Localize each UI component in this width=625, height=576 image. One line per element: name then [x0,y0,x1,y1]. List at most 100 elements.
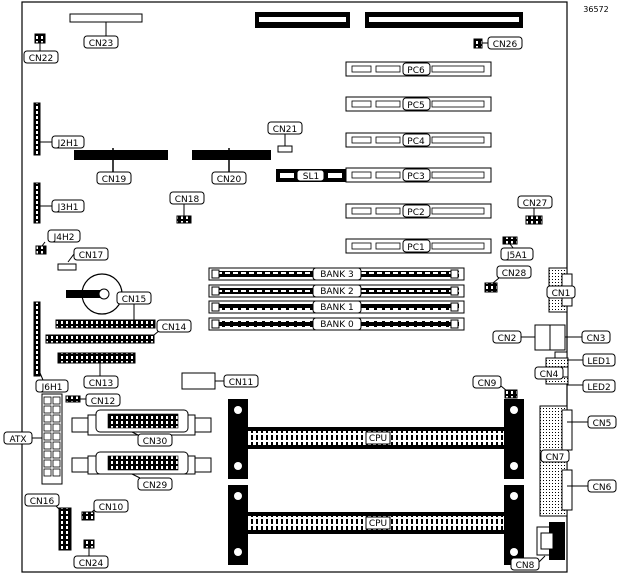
cn14-label-box [156,319,192,333]
isa-slot-right-inner [369,17,519,22]
cn12-jumper [65,395,81,403]
cn28-label: CN28 [502,269,527,279]
cn6-label: CN6 [593,483,612,493]
cn26-label: CN26 [493,40,518,50]
cn22-jumper [34,33,46,44]
pc2-label: PC2 [407,208,424,218]
j3h1-label-box [51,199,85,213]
cn21-connector [277,145,293,153]
cn26-label-box [487,36,523,50]
cn20-connector [192,150,271,160]
led1-label-box [582,353,616,367]
cn16-label: CN16 [30,497,55,507]
cn19-label: CN19 [102,175,127,185]
cn23-connector [69,13,143,23]
j6h1-label: J6H1 [41,383,63,393]
dimm-bank-1: BANK 1 [208,300,465,314]
j4h2-label-box [47,229,81,243]
cn30-connector [71,409,212,436]
cn4-label-box [534,366,564,380]
j3h1-jumper [33,182,41,224]
bank2-label: BANK 2 [320,287,354,297]
cn14-label: CN14 [162,323,187,333]
cn1-label-box [546,285,576,299]
cn9-label-box [472,375,502,389]
cn24-label: CN24 [79,559,104,569]
cn21-label: CN21 [273,125,297,135]
cn3-label: CN3 [587,334,606,344]
cn15-label: CN15 [122,295,146,305]
cn22-label-box [23,50,59,64]
cn20-label: CN20 [217,175,242,185]
j5a1-label: J5A1 [506,251,527,261]
cn20-label-box [211,171,247,185]
cn9-jumper [504,389,518,399]
cn11-connector [181,372,216,390]
cn4-label: CN4 [540,370,559,380]
j5a1-label-box [500,247,534,261]
dimm-bank-3: BANK 3 [208,267,465,281]
cn30-label-box [137,433,173,447]
pci-slot-pc4: PC4 [345,132,492,148]
cpu-slot-2: CPU [228,485,524,565]
battery-clip [66,290,106,298]
pc1-label: PC1 [407,243,424,253]
cn13-connector [57,352,136,364]
cn19-connector [74,150,168,160]
atx-pins [43,396,61,477]
pci-slot-pc6: PC6 [345,61,492,77]
cn3-label-box [581,330,611,344]
cn8-label-box [510,557,540,571]
cn19-label-box [96,171,132,185]
cn14-connector [45,334,155,344]
cn23-label-box [83,35,119,49]
isa-slot-left-inner [259,17,346,22]
cpu-label-2: CPU [369,519,387,529]
cn5-label: CN5 [593,419,612,429]
cn6-label-box [587,479,617,493]
cn1-label: CN1 [552,289,571,299]
led2-label: LED2 [587,383,610,393]
pc3-label: PC3 [407,172,424,182]
cn28-jumper [484,282,498,293]
pc4-label: PC4 [407,137,425,147]
cn13-label-box [83,375,119,389]
pci-slot-pc2: PC2 [345,203,492,219]
cn10-label-box [93,499,129,513]
j3h1-label: J3H1 [57,203,79,213]
cn24-label-box [73,555,109,569]
cn11-label: CN11 [229,378,253,388]
pc5-label: PC5 [407,101,424,111]
figure-id: 36572 [583,5,608,14]
j6h1-jumper [33,301,41,377]
cn28-label-box [496,265,532,279]
pci-slot-pc3: PC3 [345,167,492,183]
cn18-label-box [169,191,205,205]
cn10-label: CN10 [99,503,124,513]
cn18-jumper [176,215,192,224]
bank3-label: BANK 3 [320,270,354,280]
atx-label: ATX [9,435,26,445]
cn17-connector [57,263,77,271]
pc6-label: PC6 [407,66,425,76]
cn16-connector [58,507,72,551]
j4h2-label: J4H2 [53,233,75,243]
j6h1-label-box [35,379,69,393]
dimm-bank-2: BANK 2 [208,284,465,298]
j4h2-jumper [35,245,47,255]
cn29-label: CN29 [143,481,168,491]
j2h1-jumper [33,102,41,156]
cn29-connector [71,451,212,475]
cn12-label-box [85,393,121,407]
cpu-label-1: CPU [369,434,387,444]
j2h1-label-box [51,135,85,149]
cn27-label: CN27 [523,199,547,209]
cn11-label-box [223,374,259,388]
led2-label-box [582,379,616,393]
j2h1-label: J2H1 [57,139,79,149]
pci-slot-pc1: PC1 [345,238,492,254]
sl1-label: SL1 [303,172,319,182]
cn16-label-box [24,493,60,507]
cn22-label: CN22 [29,54,53,64]
cpu-slot-1: CPU [228,399,524,479]
